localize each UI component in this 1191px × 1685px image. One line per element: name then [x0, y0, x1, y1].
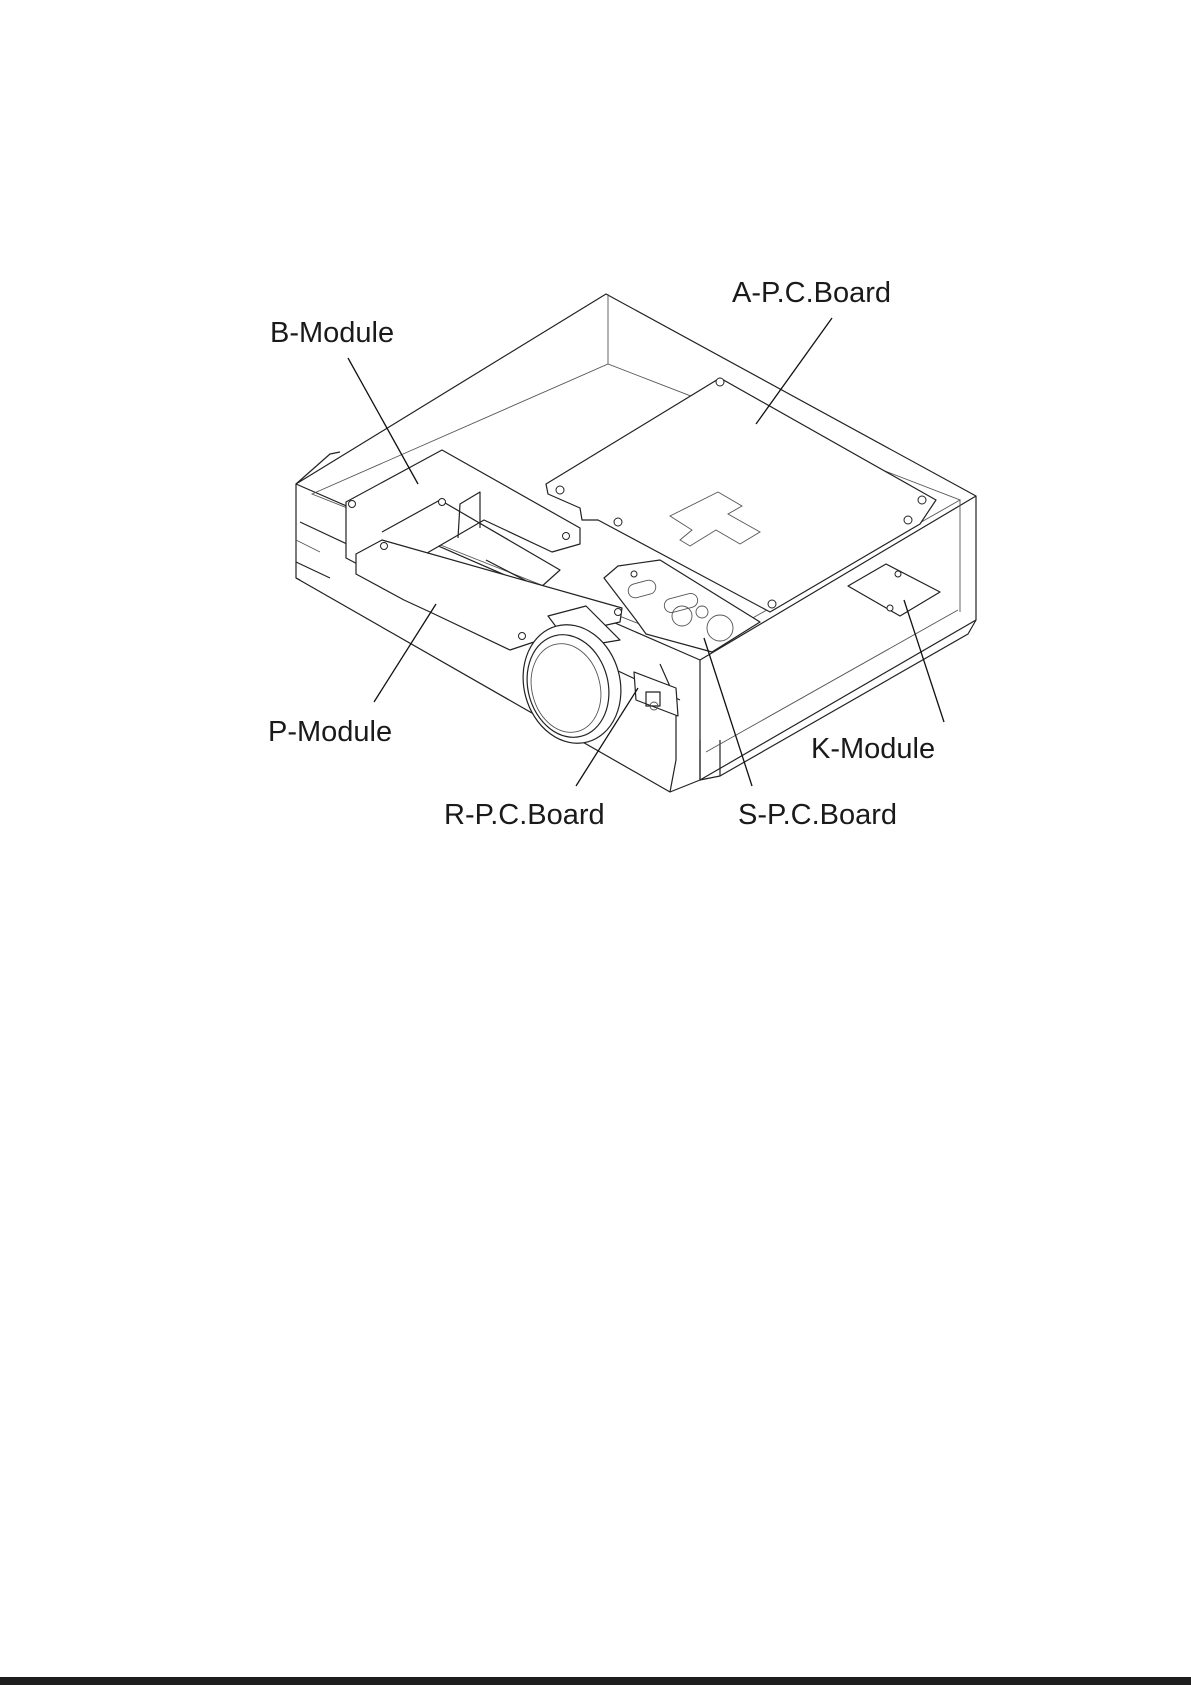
label-b-module: B-Module [270, 317, 394, 349]
label-s-pc-board: S-P.C.Board [738, 799, 897, 831]
label-p-module: P-Module [268, 716, 392, 748]
k-module [848, 564, 940, 616]
leader-k-module [904, 600, 944, 722]
label-k-module: K-Module [811, 733, 935, 765]
r-pc-board [634, 672, 678, 716]
leader-b-module [348, 358, 418, 484]
page-bottom-edge [0, 1677, 1191, 1685]
label-a-pc-board: A-P.C.Board [732, 277, 891, 309]
label-r-pc-board: R-P.C.Board [444, 799, 605, 831]
leader-a-pc-board [756, 318, 832, 424]
